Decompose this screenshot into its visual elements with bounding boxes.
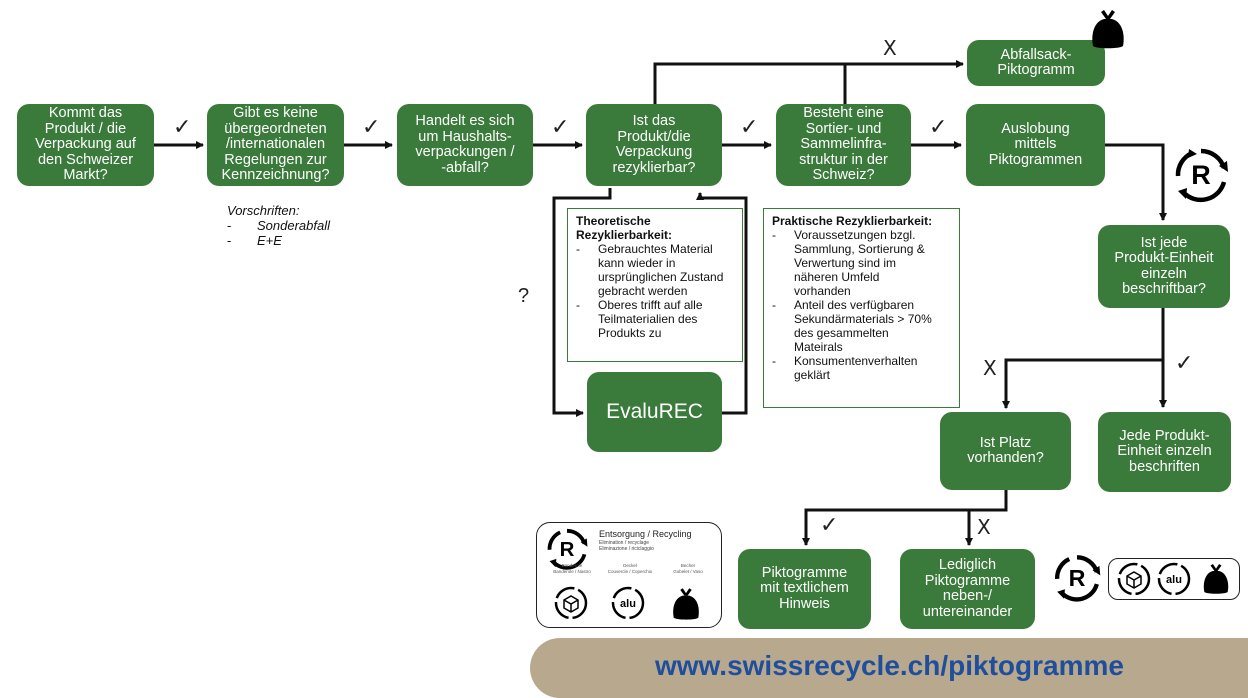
svg-text:R: R xyxy=(560,538,575,561)
node-sammel: Besteht eine Sortier- und Sammelinfra- s… xyxy=(776,104,911,186)
legend-subtitle: Elimination / recyclage Eliminazione / r… xyxy=(599,540,654,552)
theoretische-title: Theoretische Rezyklierbarkeit: xyxy=(576,214,673,242)
theoretische-item: Oberes trifft auf alle Teilmaterialien d… xyxy=(576,298,734,340)
node-textlich: Piktogramme mit textlichem Hinweis xyxy=(738,549,871,629)
garbage-bag-icon xyxy=(1092,10,1124,49)
praktische-item: Voraussetzungen bzgl. Sammlung, Sortieru… xyxy=(772,228,951,298)
svg-text:alu: alu xyxy=(620,598,636,610)
check-mark: ✓ xyxy=(551,115,570,140)
legend-label: Deckel Couvercle / Coperchio xyxy=(607,563,653,574)
flow-connectors xyxy=(154,60,1167,546)
theoretische-box: Theoretische Rezyklierbarkeit: Gebraucht… xyxy=(567,208,743,362)
pictogram-group-frame xyxy=(1108,558,1240,600)
node-regelungen: Gibt es keine übergeordneten /internatio… xyxy=(207,104,344,186)
svg-text:alu: alu xyxy=(1166,574,1182,586)
alu-recycle-icon: alu xyxy=(1157,562,1191,596)
check-mark: ✓ xyxy=(362,115,381,140)
check-mark: ✓ xyxy=(173,115,192,140)
node-markt: Kommt das Produkt / die Verpackung auf d… xyxy=(17,104,154,186)
pictogram-row: R alu xyxy=(1052,552,1242,604)
node-abfallsack: Abfallsack- Piktogramm xyxy=(967,40,1105,86)
garbage-bag-icon xyxy=(673,588,699,620)
check-mark: ✓ xyxy=(740,115,759,140)
vorschriften-item: Sonderabfall xyxy=(227,218,330,233)
node-haushalt: Handelt es sich um Haushalts- verpackung… xyxy=(397,104,533,186)
recycling-r-icon: R xyxy=(547,528,588,570)
praktische-title: Praktische Rezyklierbarkeit: xyxy=(772,214,933,228)
cross-mark: X xyxy=(983,356,997,380)
check-mark: ✓ xyxy=(1175,351,1194,376)
node-platz: Ist Platz vorhanden? xyxy=(940,412,1071,490)
praktische-item: Konsumentenverhalten geklärt xyxy=(772,354,951,382)
vorschriften-item: E+E xyxy=(227,233,330,248)
check-mark: ✓ xyxy=(820,513,839,538)
r-letter: R xyxy=(1191,160,1211,190)
theoretische-item: Gebrauchtes Material kann wieder in ursp… xyxy=(576,242,734,298)
vorschriften-note: Vorschriften: Sonderabfall E+E xyxy=(227,203,330,248)
recycling-r-icon: R xyxy=(1055,555,1101,602)
svg-text:R: R xyxy=(1069,565,1086,591)
cross-mark: X xyxy=(883,36,897,60)
node-lediglich: Lediglich Piktogramme neben-/ untereinan… xyxy=(900,549,1035,629)
check-mark: ✓ xyxy=(929,115,948,140)
box-recycle-icon xyxy=(1117,562,1151,596)
praktische-item: Anteil des verfügbaren Sekundärmaterials… xyxy=(772,298,951,354)
footer-url-link[interactable]: www.swissrecycle.ch/piktogramme xyxy=(655,650,1124,681)
node-evalurec: EvaluREC xyxy=(587,372,722,452)
pictogram-example-card: R Entsorgung / Recycling Elimination / r… xyxy=(536,522,722,628)
node-rezyklierbar: Ist das Produkt/die Verpackung rezyklier… xyxy=(586,104,722,186)
cross-mark: X xyxy=(977,515,991,539)
legend-title: Entsorgung / Recycling xyxy=(599,529,692,539)
legend-label: Becher Gobelet / Vaso xyxy=(673,563,703,574)
garbage-bag-icon xyxy=(1203,564,1229,594)
node-jede: Jede Produkt- Einheit einzeln beschrifte… xyxy=(1098,412,1231,492)
node-einheit: Ist jede Produkt-Einheit einzeln beschri… xyxy=(1098,225,1230,308)
question-mark: ? xyxy=(518,285,530,307)
alu-recycle-icon: alu xyxy=(611,586,645,620)
recycling-r-icon: R xyxy=(1175,148,1228,203)
praktische-box: Praktische Rezyklierbarkeit: Voraussetzu… xyxy=(763,208,960,408)
footer-banner: www.swissrecycle.ch/piktogramme xyxy=(530,638,1248,698)
box-recycle-icon xyxy=(554,586,588,620)
node-auslobung: Auslobung mittels Piktogrammen xyxy=(966,104,1105,186)
legend-label: Banderole Banderole / Nastro xyxy=(553,563,591,574)
vorschriften-title: Vorschriften: xyxy=(227,203,300,218)
